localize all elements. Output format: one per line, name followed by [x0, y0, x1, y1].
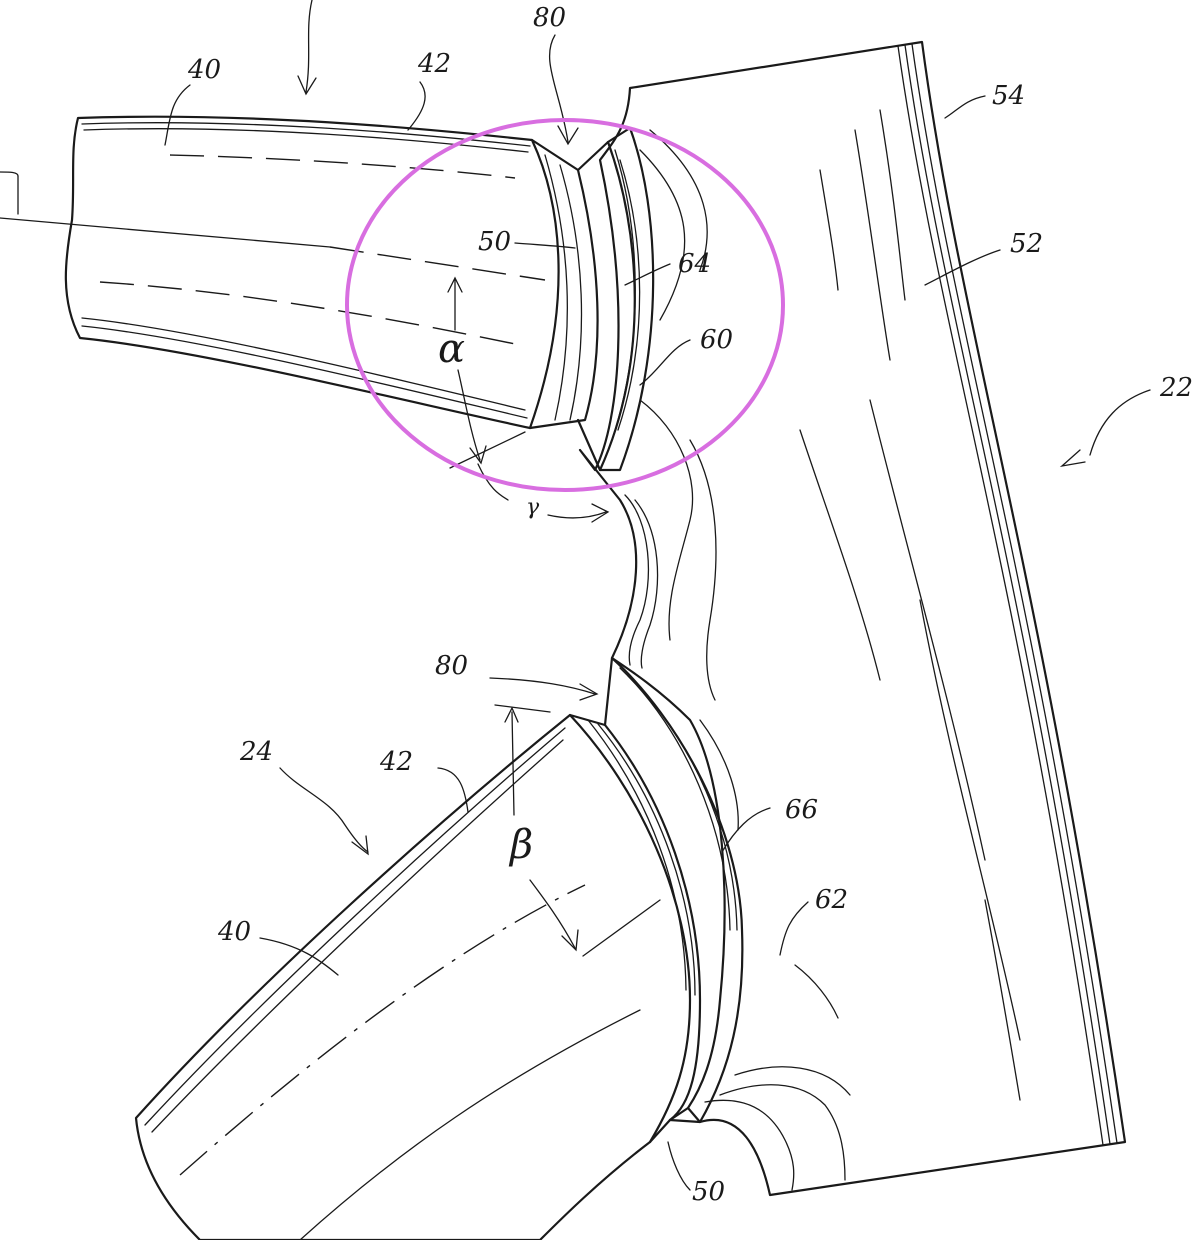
label-24: 24: [239, 737, 273, 767]
leader-lines: [0, 0, 1151, 1191]
hub-body: [578, 40, 1127, 1197]
label-80-top: 80: [533, 3, 566, 33]
angle-beta: [494, 704, 661, 957]
upper-tube: [0, 115, 599, 430]
label-22: 22: [1159, 373, 1193, 403]
lower-collar: [603, 656, 744, 1124]
label-66: 66: [785, 795, 818, 825]
label-54: 54: [992, 81, 1025, 111]
label-40-top: 40: [187, 55, 221, 85]
angle-alpha: [447, 276, 526, 469]
label-40-low: 40: [217, 917, 251, 947]
angle-alpha-label: α: [438, 326, 465, 372]
label-80-mid: 80: [435, 651, 468, 681]
lower-tube: [134, 713, 702, 1240]
angle-gamma-label: γ: [526, 495, 540, 520]
label-42-low: 42: [379, 747, 413, 777]
label-42-top: 42: [417, 49, 451, 79]
label-52: 52: [1010, 229, 1043, 259]
angle-gamma: [477, 463, 610, 523]
highlight-circle: [345, 118, 785, 492]
label-64: 64: [678, 249, 711, 279]
label-50-low: 50: [692, 1177, 725, 1207]
upper-collar: [576, 126, 655, 472]
label-62: 62: [815, 885, 848, 915]
angle-beta-label: β: [508, 822, 533, 868]
label-60: 60: [700, 325, 733, 355]
label-50-top: 50: [478, 227, 511, 257]
